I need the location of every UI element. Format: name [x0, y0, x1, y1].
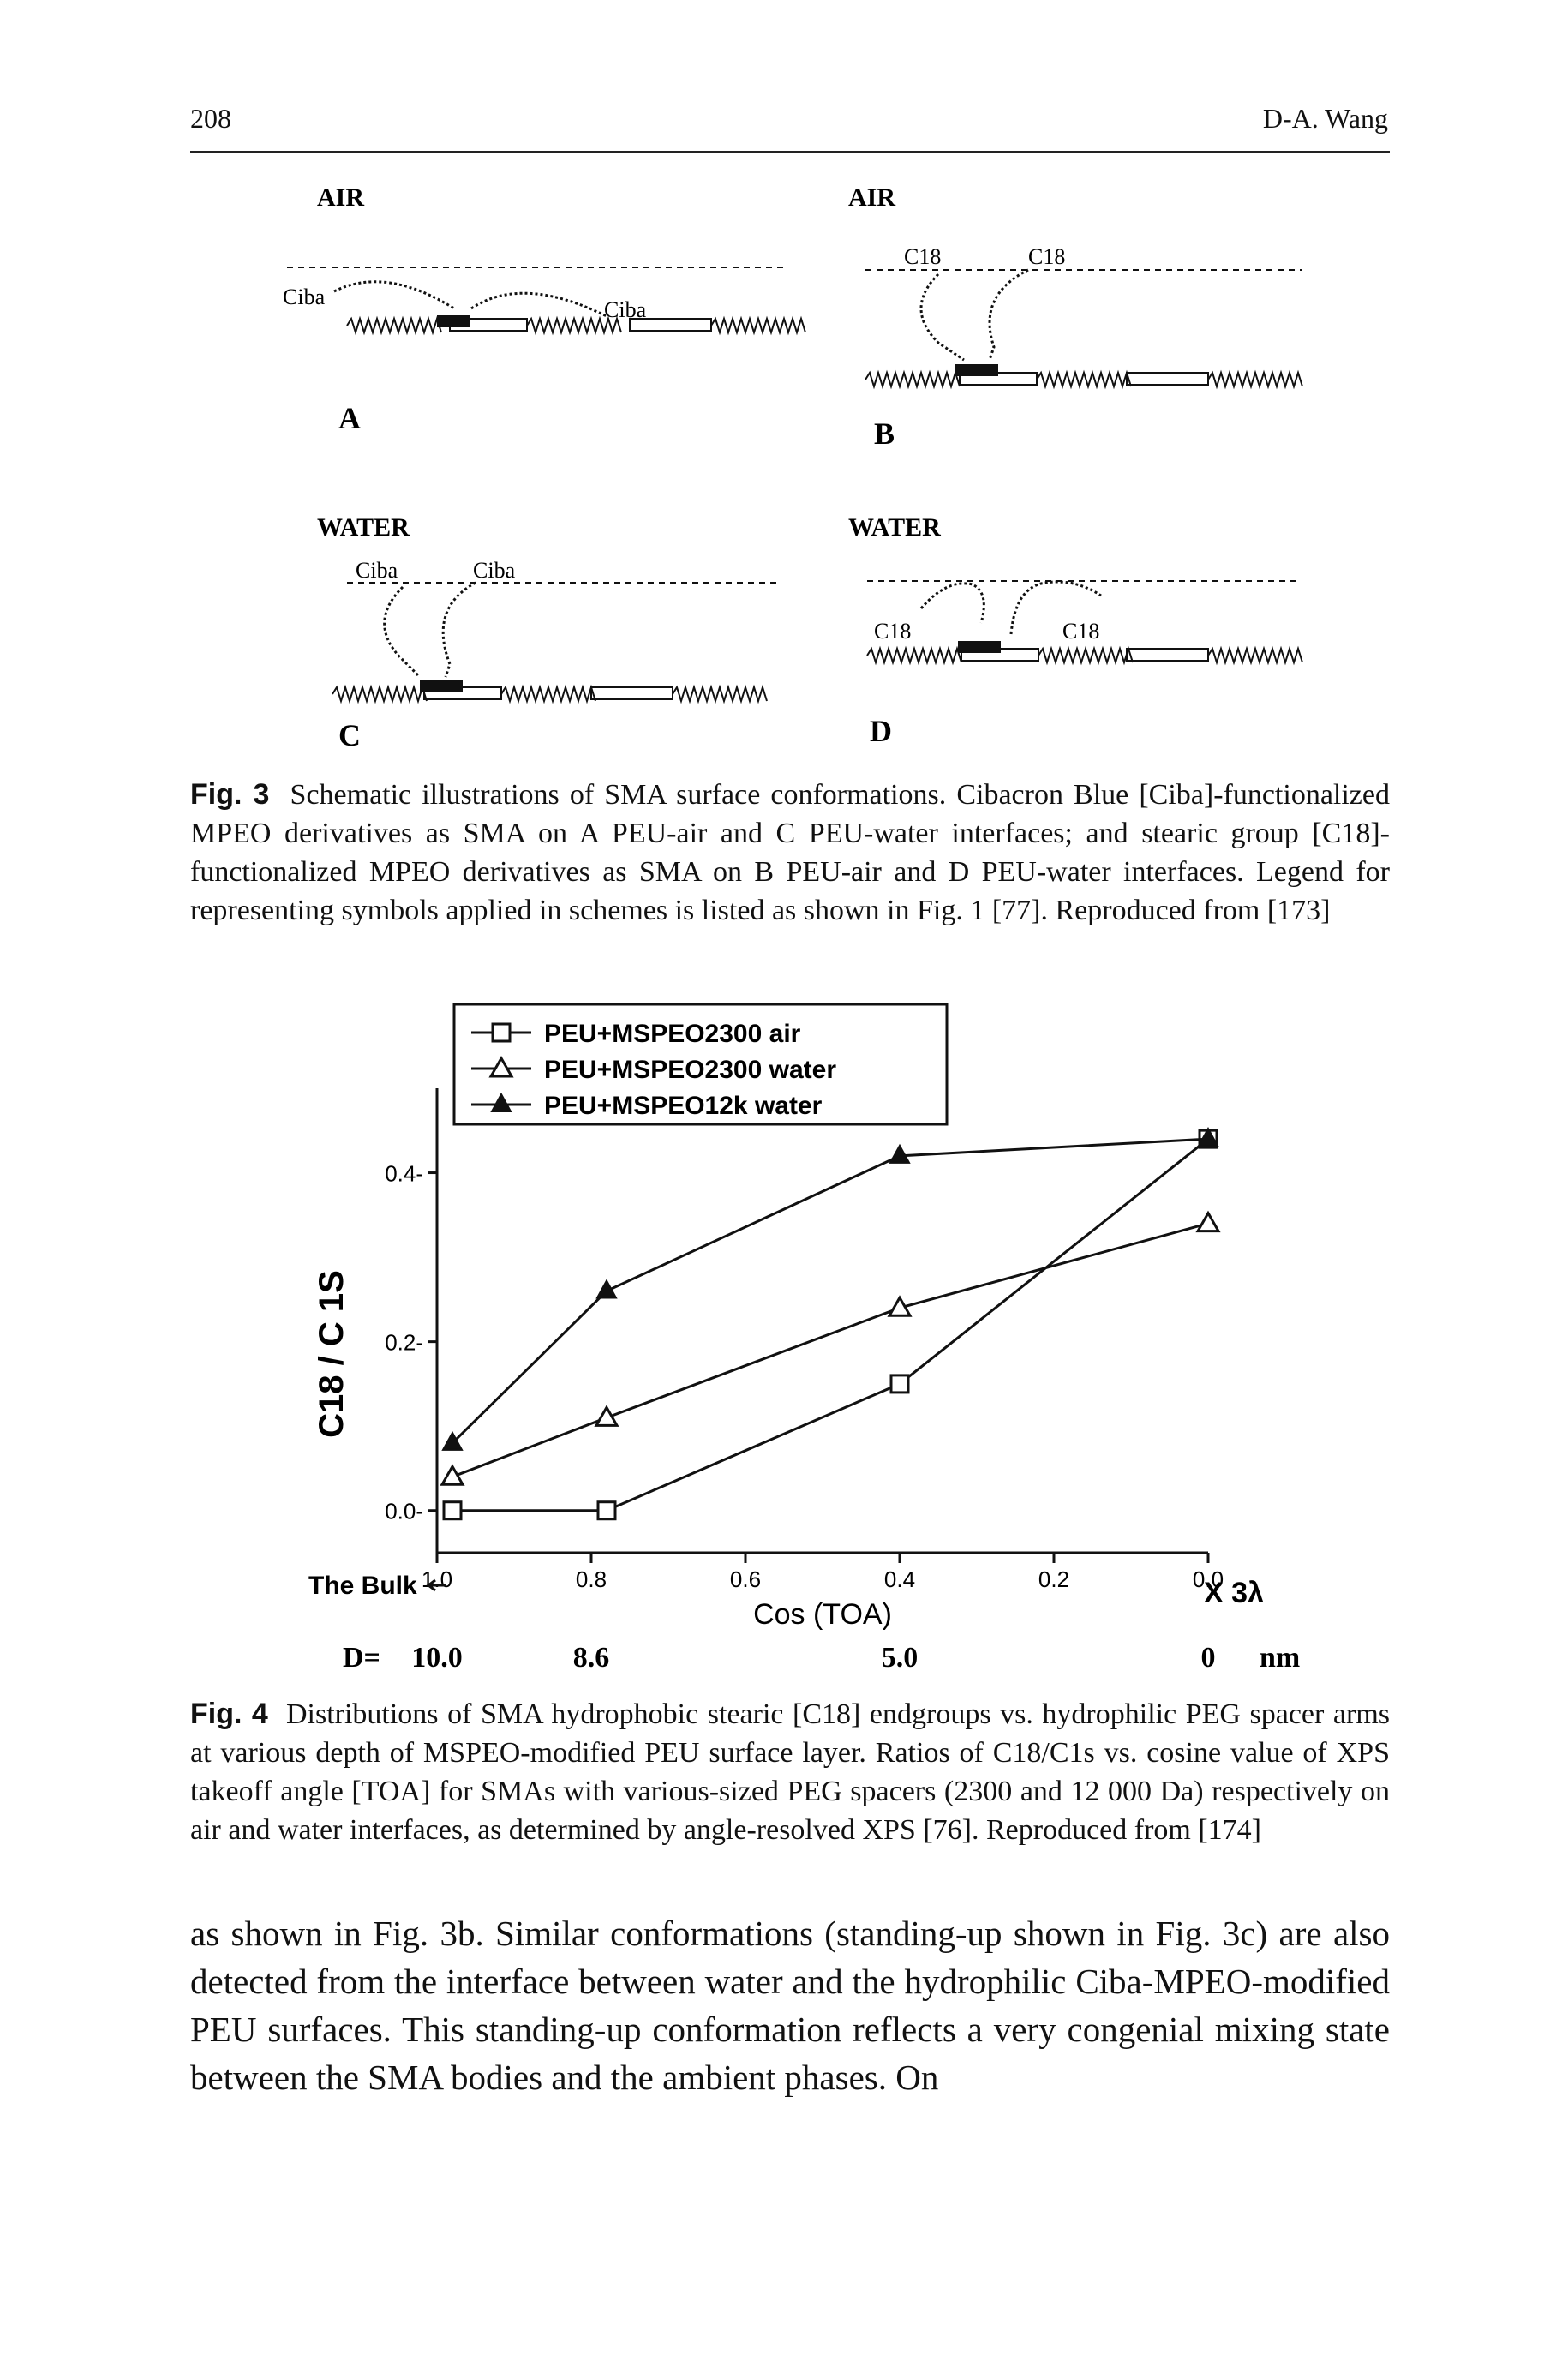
- panel-c-group-left: Ciba: [356, 558, 398, 583]
- header-rule: [190, 151, 1390, 153]
- data-point-square: [491, 1022, 512, 1043]
- panel-c: WATER Ciba Ciba C: [317, 513, 780, 752]
- data-point-filled-triangle: [441, 1430, 464, 1451]
- fig3-caption-label: Fig. 3: [190, 778, 270, 811]
- the-bulk-label: The Bulk: [308, 1572, 417, 1600]
- data-point-square: [889, 1374, 910, 1394]
- panel-d: WATER C18 C18 D: [848, 513, 1303, 748]
- depth-row: D= 10.0 8.6 5.0 0 nm: [343, 1642, 1300, 1674]
- depth-value: 5.0: [882, 1642, 919, 1674]
- fig4-caption: Fig. 4 Distributions of SMA hydrophobic …: [190, 1695, 1390, 1849]
- x-tick-label: 0.2: [1038, 1566, 1069, 1592]
- panel-d-group-right: C18: [1062, 619, 1099, 644]
- panel-b-group-right: C18: [1028, 244, 1065, 269]
- panel-a-group-left: Ciba: [283, 285, 326, 309]
- data-point-open-triangle: [594, 1405, 619, 1427]
- page-number: 208: [190, 103, 231, 134]
- body-paragraph: as shown in Fig. 3b. Similar conformatio…: [190, 1914, 1390, 2097]
- data-point-filled-triangle: [595, 1279, 618, 1299]
- y-ticks: 0.0- 0.2- 0.4-: [385, 1161, 437, 1524]
- x-tick-label: 0.6: [730, 1566, 761, 1592]
- panel-a: AIR Ciba Ciba A: [283, 183, 806, 435]
- panel-d-phase: WATER: [848, 513, 941, 542]
- x-tick-label: 0.8: [576, 1566, 607, 1592]
- data-point-square: [442, 1500, 463, 1521]
- series-1: [440, 1210, 1221, 1486]
- series-2: [441, 1127, 1219, 1451]
- panel-b-phase: AIR: [848, 183, 895, 212]
- data-point-square: [596, 1500, 617, 1521]
- running-head-author: D-A. Wang: [1262, 103, 1388, 134]
- series-line: [452, 1137, 1209, 1512]
- data-point-filled-triangle: [490, 1092, 512, 1112]
- bulk-arrow-icon: [426, 1578, 446, 1592]
- fig4-caption-label: Fig. 4: [190, 1698, 268, 1730]
- panel-b-label: B: [874, 416, 895, 451]
- series-layer: [440, 1127, 1221, 1521]
- data-point-filled-triangle: [889, 1143, 911, 1164]
- y-tick-label: 0.0-: [385, 1499, 423, 1524]
- panel-c-group-right: Ciba: [473, 558, 516, 583]
- data-point-open-triangle: [440, 1464, 465, 1486]
- fig3-caption: Fig. 3 Schematic illustrations of SMA su…: [190, 776, 1390, 930]
- data-point-filled-triangle: [1197, 1127, 1219, 1147]
- panel-d-label: D: [870, 714, 892, 748]
- panel-c-phase: WATER: [317, 513, 410, 542]
- depth-value: 8.6: [573, 1642, 610, 1674]
- x-tick-label: 0.4: [884, 1566, 915, 1592]
- legend-entry: PEU+MSPEO12k water: [544, 1092, 823, 1120]
- fig4-caption-text: Distributions of SMA hydrophobic stearic…: [190, 1698, 1390, 1846]
- series-line: [452, 1222, 1209, 1478]
- panel-c-label: C: [338, 718, 361, 752]
- y-tick-label: 0.2-: [385, 1330, 423, 1356]
- fig3-schematic: AIR Ciba Ciba A AIR C18 C18 B WATER Ciba…: [283, 183, 1303, 752]
- x-ticks: 1.0 0.8 0.6 0.4 0.2 0.0: [422, 1553, 1224, 1592]
- fig3-caption-text: Schematic illustrations of SMA surface c…: [190, 779, 1390, 926]
- data-point-open-triangle: [488, 1055, 514, 1078]
- panel-a-phase: AIR: [317, 183, 364, 212]
- depth-unit: nm: [1260, 1642, 1300, 1674]
- series-line: [451, 1137, 1209, 1444]
- y-tick-label: 0.4-: [385, 1161, 423, 1187]
- x-right-annotation: X 3λ: [1204, 1577, 1264, 1609]
- panel-d-group-left: C18: [874, 619, 911, 644]
- panel-a-label: A: [338, 401, 361, 435]
- legend-entry: PEU+MSPEO2300 air: [544, 1020, 801, 1048]
- depth-value: 10.0: [411, 1642, 463, 1674]
- data-point-open-triangle: [1195, 1210, 1221, 1233]
- panel-b: AIR C18 C18 B: [848, 183, 1303, 451]
- x-axis-label: Cos (TOA): [753, 1598, 892, 1631]
- panel-b-group-left: C18: [904, 244, 941, 269]
- x-tick-label: 1.0: [422, 1566, 452, 1592]
- legend-entry: PEU+MSPEO2300 water: [544, 1056, 836, 1084]
- depth-prefix: D=: [343, 1642, 380, 1674]
- depth-value: 0: [1201, 1642, 1216, 1674]
- x-tick-label: 0.0: [1193, 1566, 1224, 1592]
- data-point-open-triangle: [887, 1295, 913, 1317]
- y-axis-label: C18 / C 1S: [313, 1270, 350, 1438]
